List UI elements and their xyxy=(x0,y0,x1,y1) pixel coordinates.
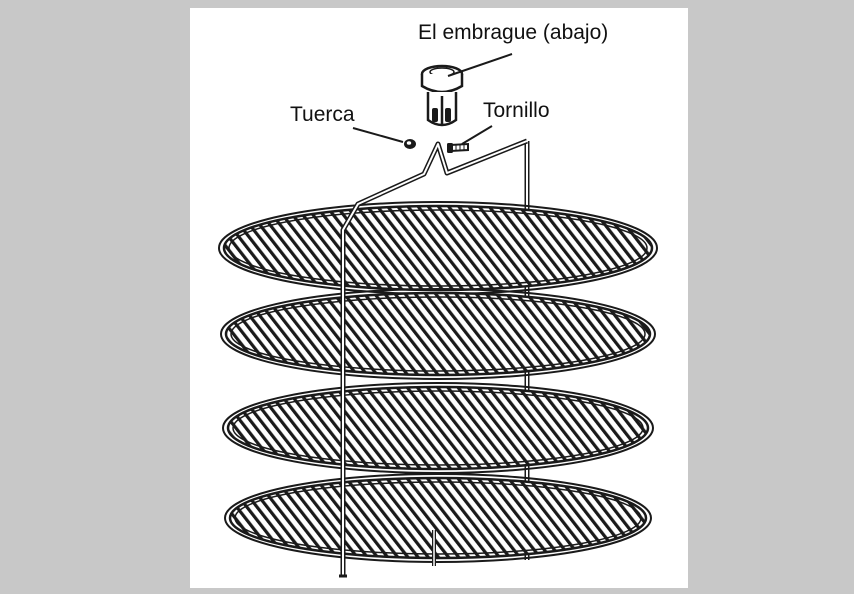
clutch-leader-line xyxy=(447,53,513,77)
tray-2 xyxy=(220,288,656,380)
clutch-label: El embrague (abajo) xyxy=(418,21,609,44)
diagram-panel: El embrague (abajo) Tuerca Tornillo xyxy=(190,8,688,588)
tray-4 xyxy=(224,473,652,563)
tray-1 xyxy=(218,201,658,295)
nut-label: Tuerca xyxy=(290,103,355,126)
screw-leader-line xyxy=(461,125,493,145)
front-frame-rod xyxy=(339,138,528,578)
rack-diagram xyxy=(218,53,658,578)
clutch-part xyxy=(420,64,464,127)
screw-part xyxy=(447,142,469,153)
tray-3 xyxy=(222,382,654,474)
nut-leader-line xyxy=(352,127,404,143)
screw-label: Tornillo xyxy=(483,99,550,122)
nut-part xyxy=(404,139,416,149)
